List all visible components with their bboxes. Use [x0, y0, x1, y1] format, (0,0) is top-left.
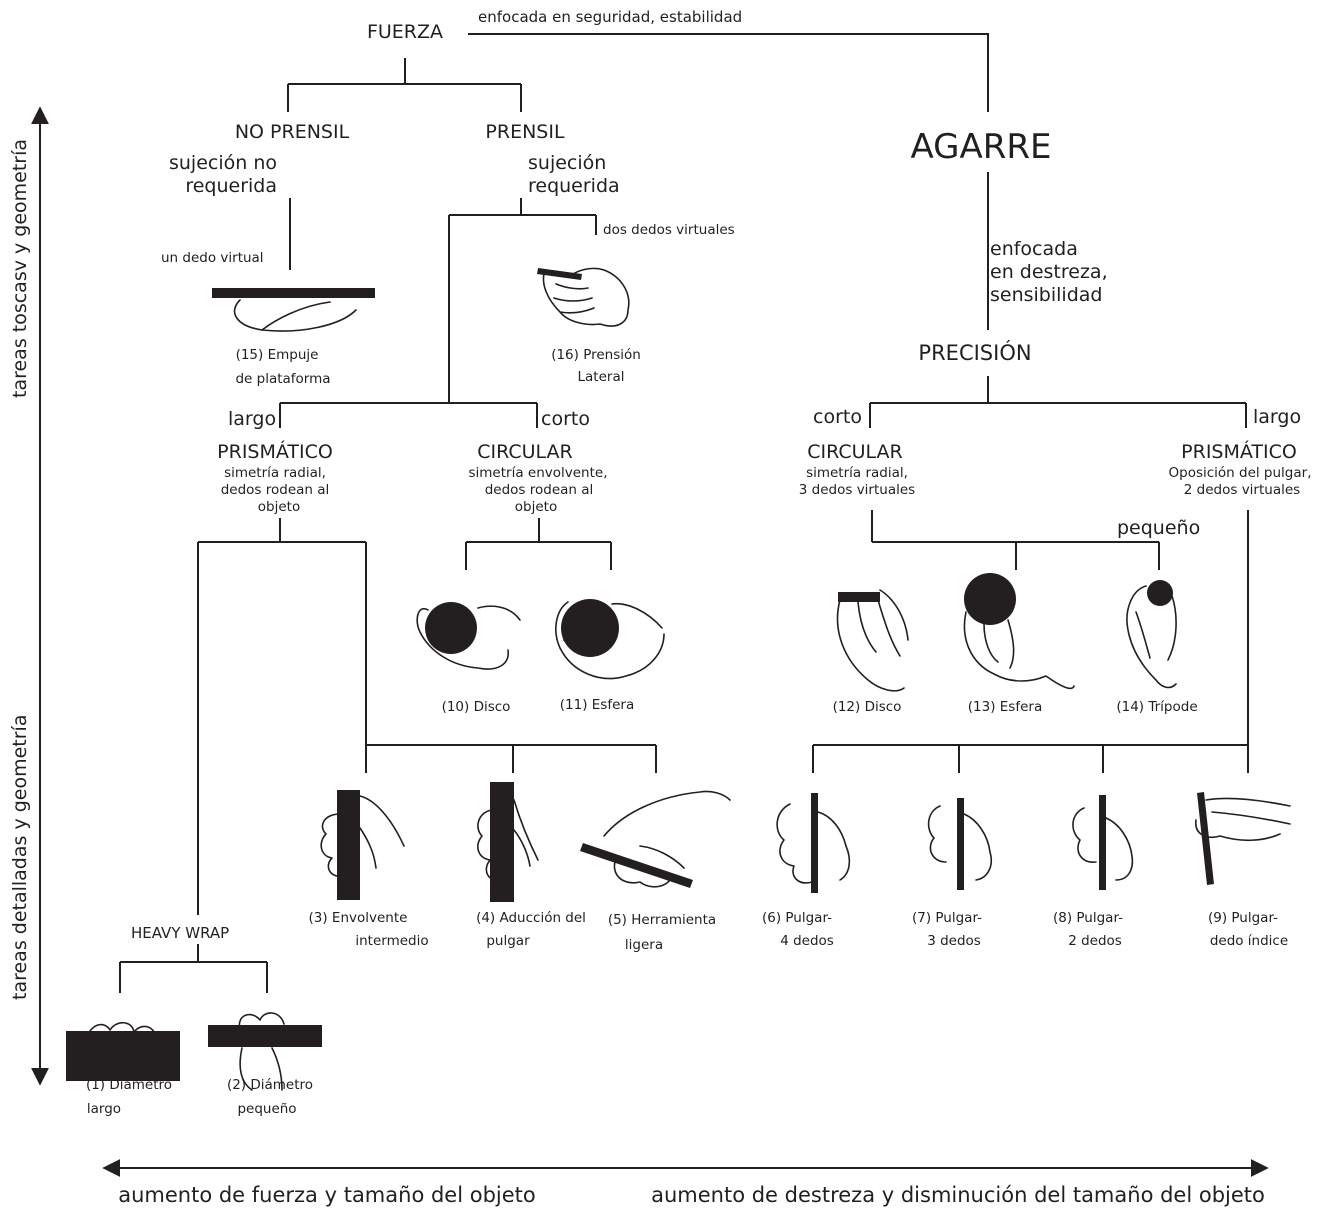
prensil-description-2: requerida [528, 175, 620, 197]
grasp-6-thumb-4-finger-illustration [776, 793, 851, 893]
caption-grasp-11: (11) Esfera [560, 697, 634, 713]
grasp-2-small-diameter-illustration [208, 1012, 322, 1091]
grasp-12-disc-illustration [836, 589, 909, 692]
caption-grasp-12: (12) Disco [833, 699, 902, 715]
prismatico-right-desc-2: 2 dedos virtuales [1184, 482, 1300, 498]
horizontal-axis-label-left: aumento de fuerza y tamaño del objeto [118, 1183, 536, 1207]
branch-largo-right: largo [1253, 406, 1301, 428]
circular-left-desc-3: objeto [515, 499, 557, 515]
caption-grasp-15-line1: (15) Empuje [236, 347, 319, 363]
caption-grasp-13: (13) Esfera [968, 699, 1042, 715]
node-circular-left: CIRCULAR [477, 441, 573, 463]
prismatico-right-desc-1: Oposición del pulgar, [1169, 465, 1312, 481]
caption-grasp-5-line1: (5) Herramienta [608, 912, 716, 928]
prismatico-left-desc-2: dedos rodean al [221, 482, 330, 498]
horizontal-axis-label-right: aumento de destreza y disminución del ta… [651, 1183, 1265, 1207]
branch-largo-left: largo [228, 408, 276, 430]
grasp-13-sphere-illustration [963, 573, 1075, 690]
circular-right-desc-2: 3 dedos virtuales [799, 482, 915, 498]
node-precision: PRECISIÓN [918, 340, 1031, 365]
grasp-11-sphere-illustration [555, 599, 665, 680]
caption-grasp-10: (10) Disco [442, 699, 511, 715]
caption-grasp-4-line2: pulgar [486, 933, 530, 949]
pequeno-label: pequeño [1117, 517, 1200, 539]
node-circular-right: CIRCULAR [807, 441, 903, 463]
circular-right-desc-1: simetría radial, [806, 465, 908, 481]
caption-grasp-7-line2: 3 dedos [927, 933, 981, 949]
dos-dedos-virtuales-label: dos dedos virtuales [603, 222, 735, 238]
precision-description-2: en destreza, [990, 261, 1108, 283]
un-dedo-virtual-label: un dedo virtual [161, 250, 264, 266]
grasp-3-medium-wrap-illustration [320, 790, 405, 900]
caption-grasp-5-line2: ligera [625, 937, 663, 953]
caption-grasp-2-line2: pequeño [237, 1101, 296, 1117]
circular-left-desc-2: dedos rodean al [485, 482, 594, 498]
precision-description-1: enfocada [990, 238, 1078, 260]
caption-grasp-3-line2: intermedio [355, 933, 428, 949]
caption-grasp-1-line2: largo [87, 1101, 121, 1117]
grasp-10-disc-illustration [416, 602, 521, 670]
caption-grasp-2-line1: (2) Diámetro [227, 1077, 313, 1093]
prismatico-left-desc-3: objeto [258, 499, 300, 515]
caption-grasp-6-line1: (6) Pulgar- [762, 910, 832, 926]
node-prensil: PRENSIL [485, 121, 565, 143]
grasp-5-light-tool-illustration [580, 790, 731, 888]
caption-grasp-9-line1: (9) Pulgar- [1208, 910, 1278, 926]
circular-left-desc-1: simetría envolvente, [468, 465, 607, 481]
grasp-7-thumb-3-finger-illustration [927, 798, 992, 890]
caption-grasp-8-line2: 2 dedos [1068, 933, 1122, 949]
grasp-1-large-diameter-illustration [66, 1021, 180, 1081]
grasp-9-thumb-index-illustration [1195, 792, 1291, 885]
precision-description-3: sensibilidad [990, 284, 1102, 306]
vertical-axis-label-bottom: tareas detalladas y geometría [9, 715, 31, 1000]
caption-grasp-15-line2: de plataforma [235, 371, 330, 387]
caption-grasp-16-line1: (16) Prensión [551, 347, 641, 363]
caption-grasp-4-line1: (4) Aducción del [476, 910, 586, 926]
caption-grasp-14: (14) Trípode [1116, 699, 1197, 715]
branch-corto-right: corto [813, 406, 862, 428]
node-prismatico-right: PRISMÁTICO [1181, 440, 1297, 463]
grasp-16-lateral-pinch-illustration [537, 267, 630, 327]
node-prismatico-left: PRISMÁTICO [217, 440, 333, 463]
node-fuerza: FUERZA [367, 21, 443, 43]
node-heavy-wrap: HEAVY WRAP [131, 924, 229, 942]
caption-grasp-8-line1: (8) Pulgar- [1053, 910, 1123, 926]
tree-connectors [119, 33, 1249, 993]
grasp-8-thumb-2-finger-illustration [1072, 795, 1134, 890]
fuerza-description: enfocada en seguridad, estabilidad [478, 8, 742, 26]
prismatico-left-desc-1: simetría radial, [224, 465, 326, 481]
grasp-14-tripod-illustration [1126, 580, 1177, 689]
caption-grasp-6-line2: 4 dedos [780, 933, 834, 949]
no-prensil-description-2: requerida [185, 175, 277, 197]
node-agarre: AGARRE [911, 127, 1052, 167]
caption-grasp-16-line2: Lateral [578, 369, 625, 385]
prensil-description-1: sujeción [528, 152, 606, 174]
caption-grasp-1-line1: (1) Diámetro [86, 1077, 172, 1093]
grasp-15-platform-push-illustration [212, 288, 375, 332]
caption-grasp-9-line2: dedo índice [1210, 933, 1288, 949]
caption-grasp-3-line1: (3) Envolvente [309, 910, 408, 926]
node-no-prensil: NO PRENSIL [235, 121, 350, 143]
vertical-axis-label-top: tareas toscasv y geometría [9, 139, 31, 398]
caption-grasp-7-line1: (7) Pulgar- [912, 910, 982, 926]
no-prensil-description-1: sujeción no [169, 152, 277, 174]
grasp-4-adducted-thumb-illustration [477, 782, 539, 902]
branch-corto-left: corto [541, 408, 590, 430]
